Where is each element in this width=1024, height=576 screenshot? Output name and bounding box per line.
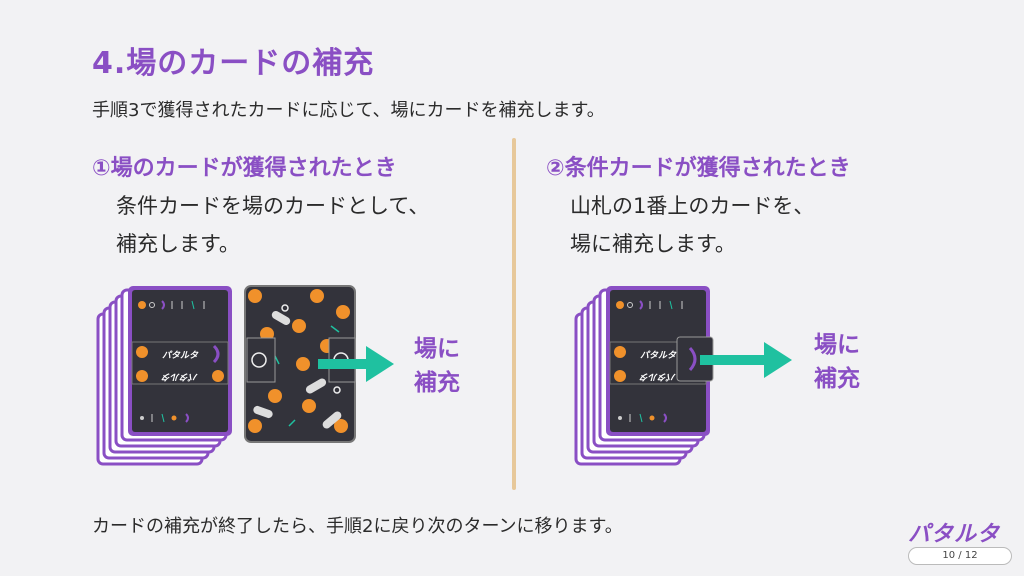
svg-text:パタルタ: パタルタ [640, 350, 677, 361]
left-heading: ①場のカードが獲得されたとき [92, 156, 397, 181]
page-title: 4.場のカードの補充 [92, 46, 375, 81]
left-label-line1: 場に [414, 336, 460, 362]
left-desc-line2: 補充します。 [116, 232, 240, 256]
left-desc-line1: 条件カードを場のカードとして、 [116, 194, 430, 218]
column-divider [512, 138, 516, 490]
page-indicator: 10 / 12 [908, 547, 1012, 565]
svg-text:パタルタ: パタルタ [639, 371, 676, 382]
svg-text:パタルタ: パタルタ [161, 371, 198, 382]
right-draw-deck: パタルタ パタルタ [574, 286, 710, 466]
left-replenish-label: 場に 補充 [414, 332, 460, 400]
right-desc-line2: 場に補充します。 [570, 232, 736, 256]
right-label-line1: 場に [814, 332, 860, 358]
left-label-line2: 補充 [414, 370, 460, 396]
brand-logo: パタルタ [908, 522, 1001, 547]
right-label-line2: 補充 [814, 366, 860, 392]
svg-text:パタルタ: パタルタ [162, 350, 199, 361]
right-arrow-icon [700, 342, 792, 378]
card-back-pattern [246, 289, 356, 433]
left-condition-deck: パタルタ パタルタ [96, 286, 232, 466]
page-subtitle: 手順3で獲得されたカードに応じて、場にカードを補充します。 [92, 100, 605, 121]
footer-note: カードの補充が終了したら、手順2に戻り次のターンに移ります。 [92, 516, 623, 537]
condition-card-top: パタルタ パタルタ [128, 286, 232, 436]
deck-top-card: パタルタ パタルタ [606, 286, 710, 436]
right-desc-line1: 山札の1番上のカードを、 [570, 194, 815, 218]
right-heading: ②条件カードが獲得されたとき [546, 156, 851, 181]
field-card-back [244, 285, 356, 443]
right-replenish-label: 場に 補充 [814, 328, 860, 396]
left-arrow-icon [318, 346, 394, 382]
